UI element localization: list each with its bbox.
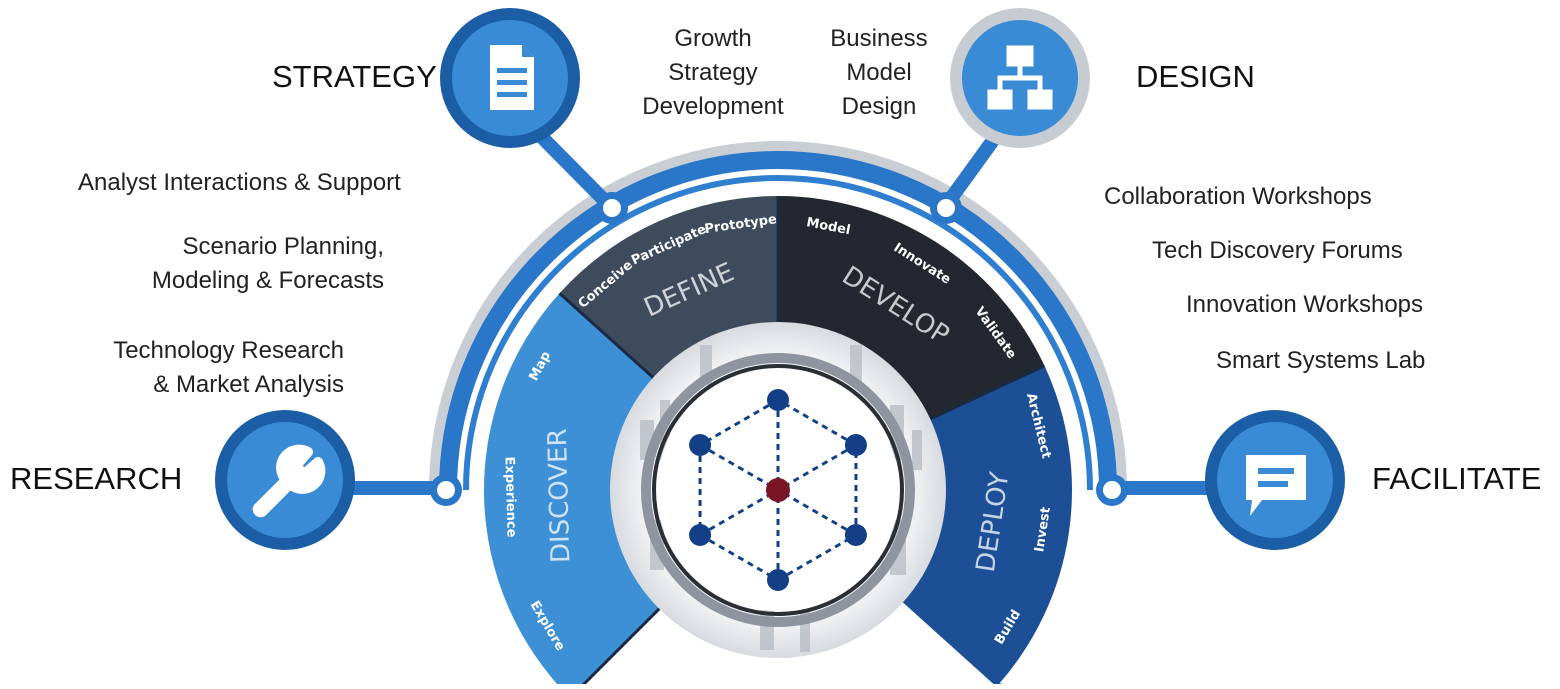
hex-edge — [699, 398, 779, 447]
outer-arc — [439, 151, 1117, 491]
joint-design — [930, 192, 962, 224]
hex-spoke — [777, 488, 857, 537]
network-node — [767, 389, 789, 411]
design-label: DESIGN — [1136, 59, 1255, 94]
tech-discovery-text: Tech Discovery Forums — [1152, 237, 1403, 264]
wedge-discover — [484, 293, 665, 689]
network-node — [844, 434, 867, 456]
phase-wedges: DISCOVERExploreExperienceMapDEFINEConcei… — [484, 195, 1072, 689]
collaboration-workshops-text: Collaboration Workshops — [1104, 183, 1372, 210]
network-node — [689, 524, 712, 546]
inner-arc — [463, 175, 1093, 491]
design-icon-circle — [950, 8, 1090, 148]
network-node — [767, 569, 789, 591]
joint-strategy — [596, 192, 628, 224]
smart-systems-text: Smart Systems Lab — [1216, 347, 1426, 374]
strategy-icon-circle — [440, 8, 580, 148]
wedge-deploy — [896, 365, 1072, 687]
wedge-divider — [576, 602, 666, 689]
analyst-interactions-text: Analyst Interactions & Support — [78, 169, 401, 196]
facilitate-icon-circle — [1205, 410, 1345, 550]
hex-spoke — [777, 443, 857, 492]
network-node — [689, 434, 712, 456]
wedge-divider — [922, 364, 1046, 424]
research-label: RESEARCH — [10, 461, 183, 496]
wrench-icon — [252, 444, 326, 518]
strategy-label: STRATEGY — [272, 59, 437, 94]
document-icon — [490, 45, 534, 110]
network-node — [844, 524, 867, 546]
facilitate-label: FACILITATE — [1372, 461, 1542, 496]
step-label: Invest — [1032, 506, 1054, 553]
network-hub — [766, 478, 790, 502]
joint-facilitate — [1096, 474, 1128, 506]
research-icon-circle — [215, 410, 355, 550]
wedge-develop — [778, 196, 1045, 423]
scenario-planning-text: Scenario Planning,Modeling & Forecasts — [151, 233, 384, 294]
hex-edge — [777, 398, 857, 447]
hex-edge — [777, 533, 857, 582]
hex-spoke — [699, 488, 779, 537]
technology-research-text: Technology Research& Market Analysis — [113, 337, 344, 398]
phase-label-discover: DISCOVER — [543, 428, 577, 563]
innovation-workshops-text: Innovation Workshops — [1186, 291, 1424, 318]
org-chart-icon — [987, 45, 1053, 110]
wedge-divider — [558, 292, 661, 385]
joint-research — [430, 474, 462, 506]
hex-edge — [699, 533, 779, 582]
hex-network — [689, 389, 867, 591]
chat-bubble-icon — [1246, 455, 1306, 516]
hex-spoke — [699, 443, 779, 492]
step-label: Experience — [502, 456, 519, 537]
